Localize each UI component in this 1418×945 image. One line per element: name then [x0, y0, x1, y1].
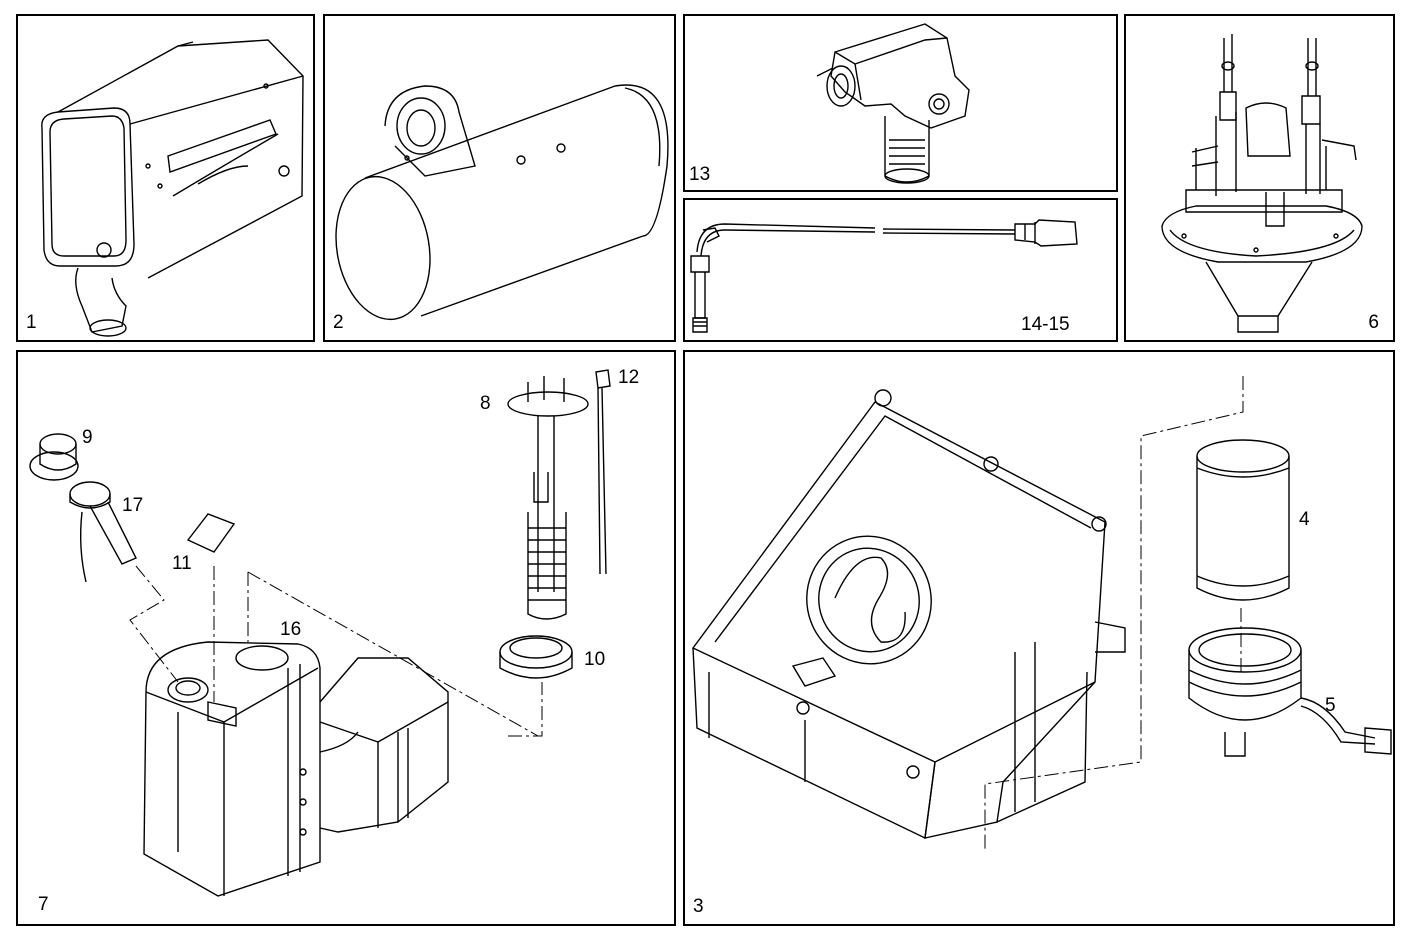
silencer-drawing	[325, 16, 678, 344]
callout-10: 10	[584, 649, 606, 670]
panel-1-muffler: 1	[16, 14, 315, 342]
panel-number-3: 3	[693, 896, 704, 917]
muffler-drawing	[18, 16, 317, 344]
panel-7-tank-assembly: 8 12 9 17 11 16 10 7	[16, 350, 676, 926]
callout-17: 17	[122, 495, 144, 516]
probe-drawing	[685, 200, 1120, 344]
callout-11: 11	[172, 553, 192, 574]
callout-4: 4	[1299, 509, 1310, 530]
callout-9: 9	[82, 427, 93, 448]
control-unit-drawing	[685, 352, 1397, 928]
callout-8: 8	[480, 393, 491, 414]
callout-12: 12	[618, 367, 640, 388]
panel-number-7: 7	[38, 894, 49, 915]
panel-number-1: 1	[26, 312, 37, 333]
module-drawing	[1126, 16, 1397, 344]
sensor-drawing	[685, 16, 1120, 194]
callout-16: 16	[280, 619, 302, 640]
panel-number-2: 2	[333, 312, 344, 333]
panel-14-15-probe: 14-15	[683, 198, 1118, 342]
tank-assembly-drawing	[18, 352, 678, 928]
panel-number-14-15: 14-15	[1021, 314, 1070, 335]
panel-6-module: 6	[1124, 14, 1395, 342]
callout-5: 5	[1325, 695, 1336, 716]
panel-number-13: 13	[689, 164, 711, 185]
panel-number-6: 6	[1368, 312, 1379, 333]
panel-13-sensor: 13	[683, 14, 1118, 192]
panel-2-silencer: 2	[323, 14, 676, 342]
panel-3-control-unit: 4 5 3	[683, 350, 1395, 926]
